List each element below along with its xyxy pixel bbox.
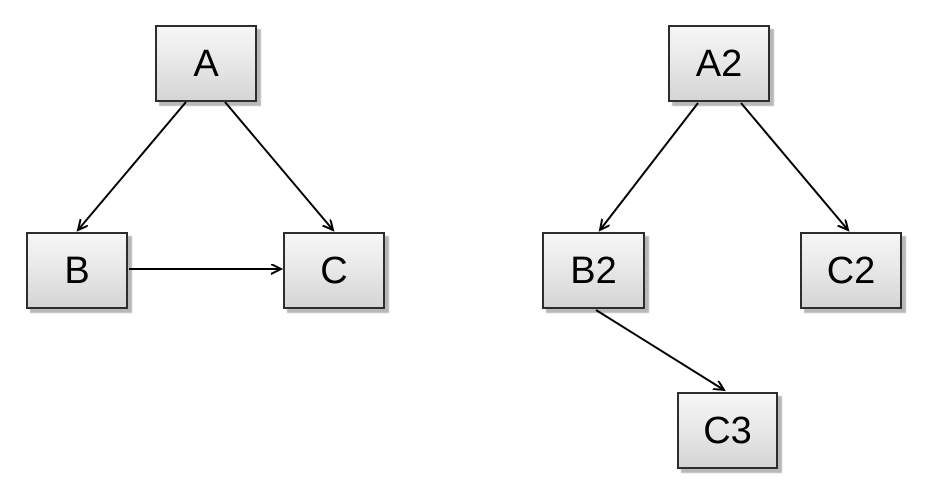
node-C[interactable]: C <box>283 232 385 309</box>
edge-A-C <box>224 101 333 230</box>
node-C2[interactable]: C2 <box>800 232 902 309</box>
node-A2[interactable]: A2 <box>668 25 770 102</box>
node-label-C3: C3 <box>703 409 752 452</box>
node-label-B2: B2 <box>570 249 617 292</box>
node-label-A: A <box>193 42 219 85</box>
node-label-C2: C2 <box>826 249 876 292</box>
edge-A2-B2 <box>600 102 699 230</box>
node-label-B: B <box>64 249 90 292</box>
edge-A-B <box>78 101 187 230</box>
node-label-C: C <box>320 249 348 292</box>
edge-B2-C3 <box>595 309 724 390</box>
node-C3[interactable]: C3 <box>677 392 778 469</box>
node-B[interactable]: B <box>26 232 128 309</box>
node-label-A2: A2 <box>695 42 743 85</box>
node-B2[interactable]: B2 <box>542 232 645 309</box>
node-A[interactable]: A <box>155 25 257 102</box>
edge-A2-C2 <box>740 102 848 230</box>
